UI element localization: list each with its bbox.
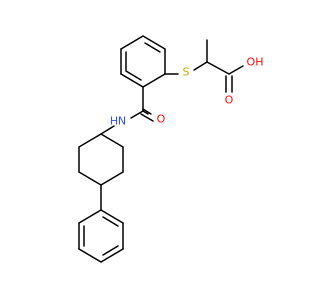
molecule-diagram: S O OH O N H	[78, 35, 264, 263]
bond	[142, 110, 149, 115]
bond-n-c	[100, 125, 115, 135]
bond-c-oh	[228, 65, 244, 75]
bond	[193, 61, 208, 71]
bond	[78, 209, 102, 224]
bond	[100, 133, 124, 148]
acid-carbonyl-oxygen-label: O	[225, 94, 234, 107]
bond	[142, 35, 166, 50]
bond	[78, 171, 102, 186]
amide-group	[100, 86, 154, 135]
bond	[142, 108, 152, 115]
bond	[100, 248, 124, 263]
bond	[120, 73, 144, 88]
bond-carbonyl	[140, 113, 154, 122]
cyclohexane-ring	[78, 133, 124, 186]
bond	[100, 171, 124, 186]
sulfur-label: S	[183, 66, 190, 79]
structure-canvas: S O OH O N H	[78, 35, 264, 263]
bond-double-inner	[102, 245, 119, 256]
bond	[100, 209, 124, 224]
bond-double-inner	[125, 70, 142, 81]
amide-hydrogen-label: H	[110, 115, 118, 128]
thio-propanoic-acid-chain	[164, 39, 244, 93]
hydroxyl-label: OH	[247, 56, 264, 69]
benzene-ring-upper	[120, 35, 166, 88]
bond	[206, 61, 230, 75]
bond	[120, 35, 144, 50]
amide-nitrogen-label: N	[118, 115, 126, 128]
amide-oxygen-label: O	[157, 113, 166, 126]
bond	[78, 248, 102, 263]
bond-double-inner	[144, 42, 161, 53]
benzene-ring-lower	[78, 184, 124, 263]
bond	[142, 73, 166, 88]
atom-labels: S O OH O N H	[110, 56, 264, 128]
bond-double-inner	[102, 216, 119, 227]
bond	[78, 133, 102, 148]
bond-c-n	[130, 110, 144, 119]
